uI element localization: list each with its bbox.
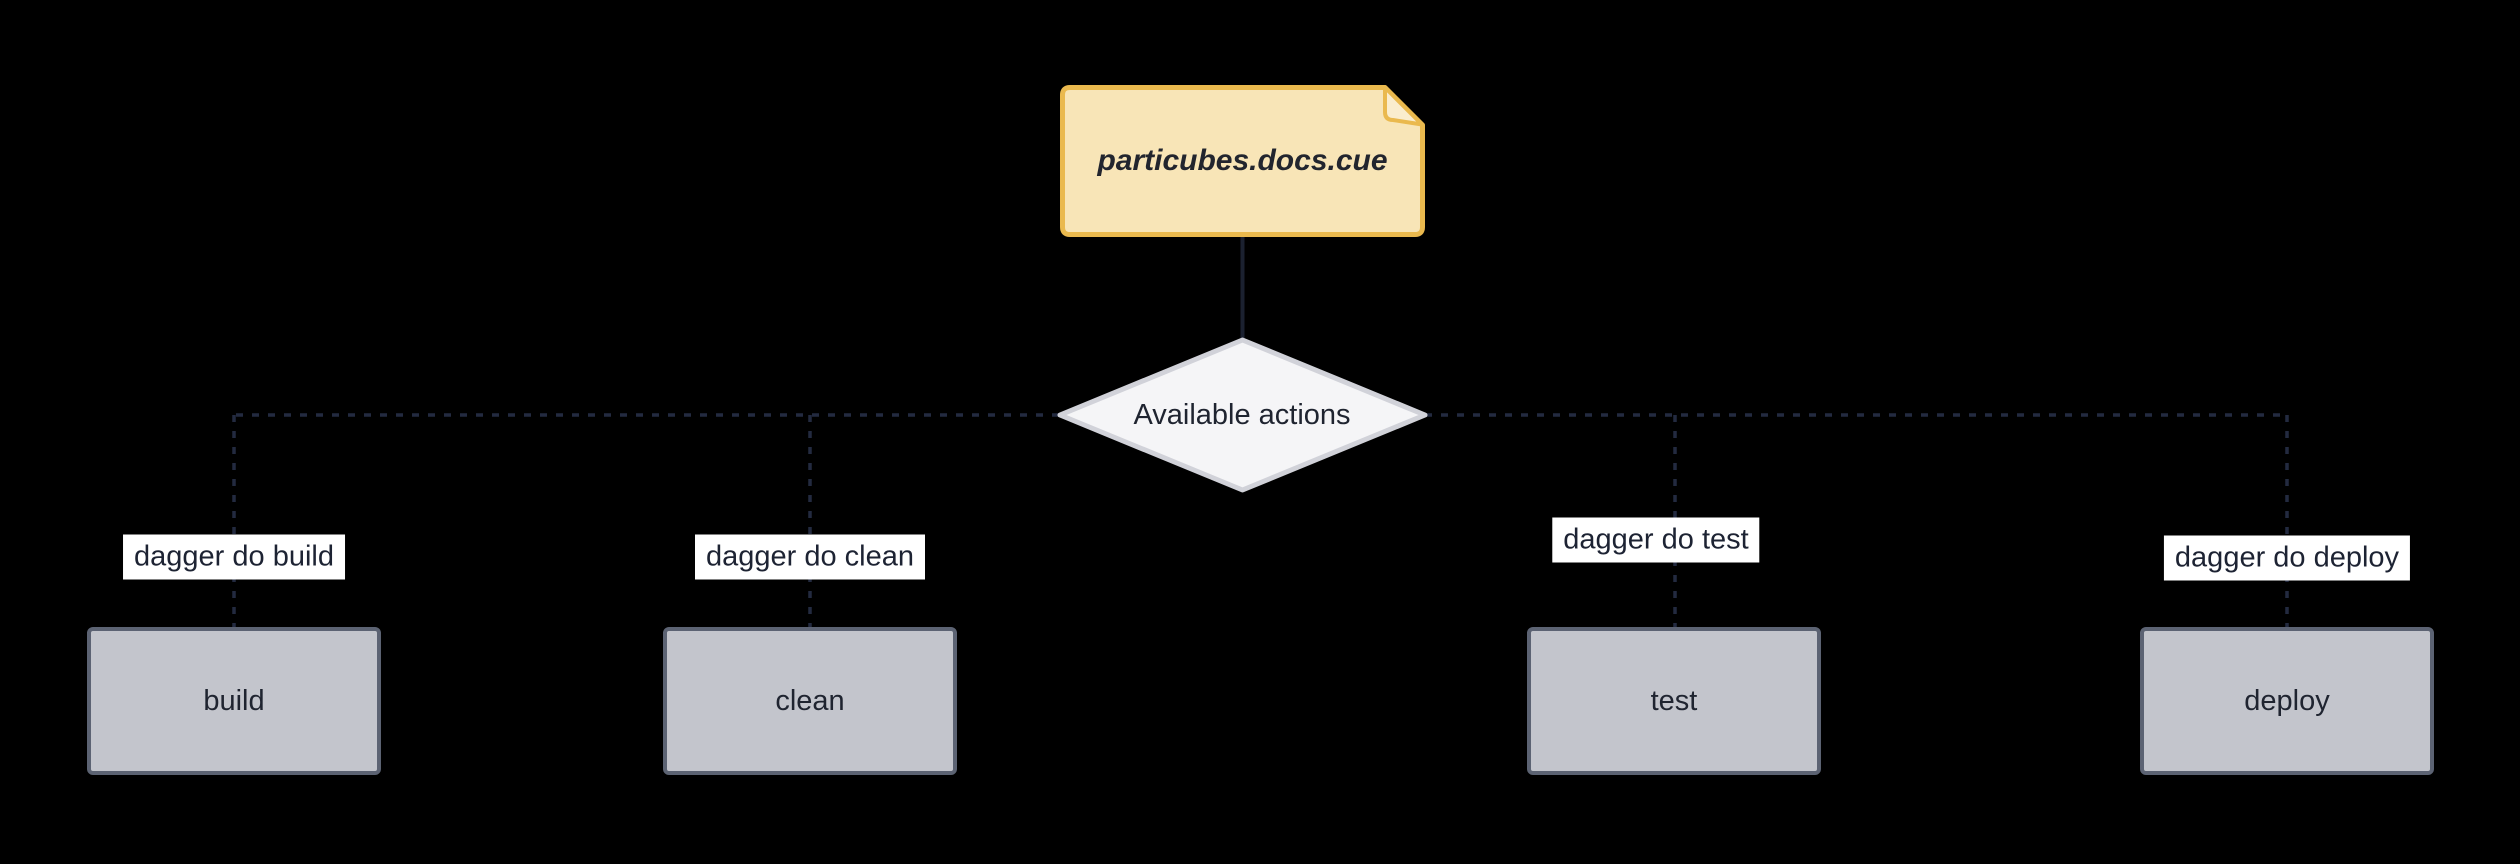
- edge-label-deploy: dagger do deploy: [2163, 535, 2411, 581]
- action-node-test: test: [1527, 627, 1821, 775]
- file-node-label: particubes.docs.cue: [1097, 144, 1388, 177]
- action-node-clean-label: clean: [775, 684, 845, 717]
- file-node: particubes.docs.cue: [1060, 85, 1425, 237]
- action-node-test-label: test: [1650, 684, 1698, 717]
- edge-label-clean: dagger do clean: [695, 534, 925, 580]
- action-node-clean: clean: [663, 627, 957, 775]
- note-fold-corner: [1383, 85, 1424, 127]
- action-node-deploy-label: deploy: [2244, 684, 2330, 717]
- decision-node: Available actions: [1052, 333, 1432, 497]
- edge-label-test: dagger do test: [1552, 517, 1760, 563]
- edge-label-build: dagger do build: [123, 534, 345, 580]
- decision-node-label: Available actions: [1133, 398, 1351, 431]
- diamond-shape: [1057, 337, 1428, 493]
- action-node-build-label: build: [203, 684, 265, 717]
- action-node-deploy: deploy: [2140, 627, 2434, 775]
- action-node-build: build: [87, 627, 381, 775]
- note-shape: [1060, 85, 1425, 237]
